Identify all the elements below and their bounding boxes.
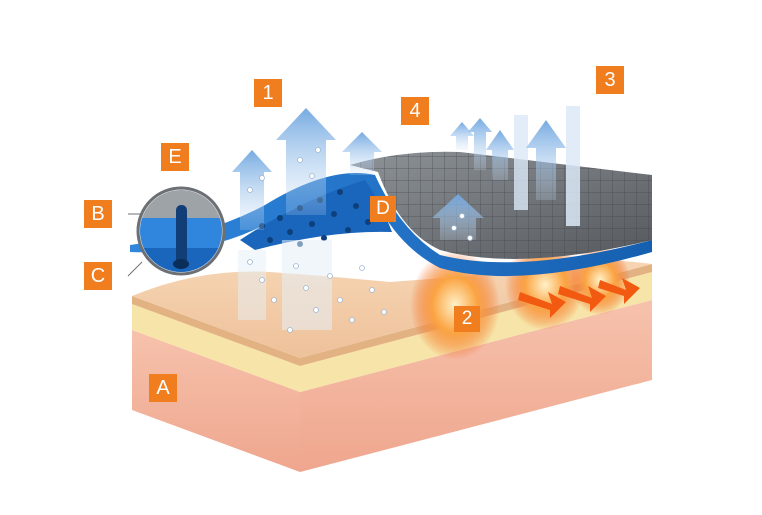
- label-3: 3: [596, 66, 624, 94]
- label-b: B: [84, 200, 112, 228]
- label-2: 2: [454, 306, 480, 332]
- label-c: C: [84, 262, 112, 290]
- heat-arrows: [518, 278, 640, 318]
- magnifier-lens-icon: [136, 186, 226, 276]
- vapor-droplets: [247, 147, 473, 333]
- vapor-arrows-left: [232, 108, 382, 330]
- label-a: A: [149, 374, 177, 402]
- label-1: 1: [254, 79, 282, 107]
- label-4: 4: [401, 97, 429, 125]
- label-e: E: [161, 143, 189, 171]
- label-d: D: [370, 196, 396, 222]
- vapor-arrows-right: [432, 106, 580, 240]
- leader-lines: [127, 213, 143, 277]
